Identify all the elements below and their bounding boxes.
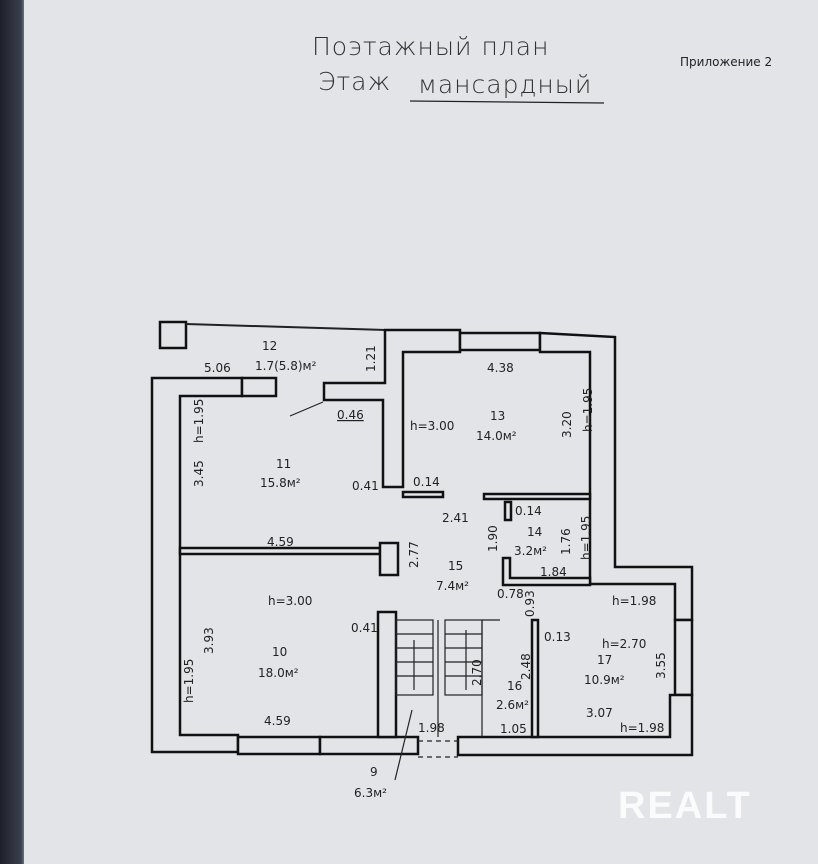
dim-label: 2.41	[442, 511, 469, 525]
dim-label: 1.76	[559, 528, 573, 555]
dim-label: 3.93	[202, 627, 216, 654]
room-10-area: 18.0м²	[258, 666, 299, 680]
room-11-number: 11	[276, 457, 291, 471]
dim-label: 0.13	[544, 630, 571, 644]
partition-13-14	[482, 492, 592, 501]
dim-label: 0.93	[523, 590, 537, 617]
window-17	[673, 618, 694, 697]
room-labels: 12 1.7(5.8)м² 11 15.8м² 13 14.0м² 14 3.2…	[255, 339, 625, 800]
floor-name: мансардный	[418, 70, 592, 99]
dim-label: 1.98	[418, 721, 445, 735]
partition-14-top	[503, 500, 513, 522]
staircase	[289, 401, 500, 781]
dim-label: h=3.00	[410, 419, 454, 433]
appendix-label: Приложение 2	[680, 55, 772, 69]
room-15-area: 7.4м²	[436, 579, 469, 593]
room-13-number: 13	[490, 409, 505, 423]
dim-label: 1.84	[540, 565, 567, 579]
partition-0-14	[401, 490, 445, 499]
dim-label: 2.70	[470, 659, 484, 686]
wall-center-top	[322, 328, 462, 489]
dim-label: 3.20	[560, 411, 574, 438]
room-14-number: 14	[527, 525, 542, 539]
leader-12	[289, 401, 324, 417]
leader-9	[394, 709, 413, 781]
room-12-area: 1.7(5.8)м²	[255, 359, 317, 373]
room-17-number: 17	[597, 653, 612, 667]
dim-label: 4.59	[267, 535, 294, 549]
dimension-labels: 5.06 1.21 0.46 3.45 h=1.95 0.41 0.14 4.5…	[182, 345, 668, 736]
dim-label: h=1.98	[620, 721, 664, 735]
dim-label: h=1.95	[182, 659, 196, 703]
room-9-area: 6.3м²	[354, 786, 387, 800]
room-16-number: 16	[507, 679, 522, 693]
dim-label: 2.77	[407, 541, 421, 568]
room-16-area: 2.6м²	[496, 698, 529, 712]
plan-title: Поэтажный план	[312, 32, 549, 61]
dim-label: h=1.95	[579, 516, 593, 560]
column	[378, 541, 400, 577]
dim-label: h=3.00	[268, 594, 312, 608]
room-10-number: 10	[272, 645, 287, 659]
dim-label: 1.90	[486, 525, 500, 552]
wall-bottom-left	[318, 735, 420, 756]
watermark: REALT	[618, 785, 752, 827]
dim-label: 2.48	[519, 653, 533, 680]
dim-label: h=1.95	[192, 399, 206, 443]
dim-label: 3.07	[586, 706, 613, 720]
window-12	[240, 376, 278, 398]
window-13	[458, 331, 542, 352]
dim-label: 5.06	[204, 361, 231, 375]
room-14-area: 3.2м²	[514, 544, 547, 558]
room-13-area: 14.0м²	[476, 429, 517, 443]
dim-label: 0.41	[351, 621, 378, 635]
dim-label: 0.14	[413, 475, 440, 489]
floor-label: Этаж	[318, 67, 391, 96]
dim-label: h=1.95	[581, 388, 595, 432]
walls	[150, 320, 694, 758]
dim-label: 4.38	[487, 361, 514, 375]
room-17-area: 10.9м²	[584, 673, 625, 687]
chimney	[158, 320, 188, 350]
dim-label: h=2.70	[602, 637, 646, 651]
dim-label: 3.45	[192, 460, 206, 487]
floor-name-underline	[409, 100, 605, 104]
dim-label: 0.41	[352, 479, 379, 493]
dim-label: 0.78	[497, 587, 524, 601]
window-10	[236, 735, 322, 756]
wall-bottom-right	[456, 693, 694, 757]
room-15-number: 15	[448, 559, 463, 573]
dim-label: 1.05	[500, 722, 527, 736]
room-9-number: 9	[370, 765, 378, 779]
dim-label: h=1.98	[612, 594, 656, 608]
dim-label: 1.21	[364, 345, 378, 372]
wall-top-12	[185, 323, 386, 331]
room-11-area: 15.8м²	[260, 476, 301, 490]
partition-14-bottom	[501, 556, 592, 587]
stair-wall	[376, 610, 398, 739]
room-12-number: 12	[262, 339, 277, 353]
dim-label: 3.55	[654, 652, 668, 679]
partition-16-17	[530, 618, 540, 739]
dim-label: 0.14	[515, 504, 542, 518]
dim-label: 4.59	[264, 714, 291, 728]
dim-label: 0.46	[337, 408, 364, 422]
